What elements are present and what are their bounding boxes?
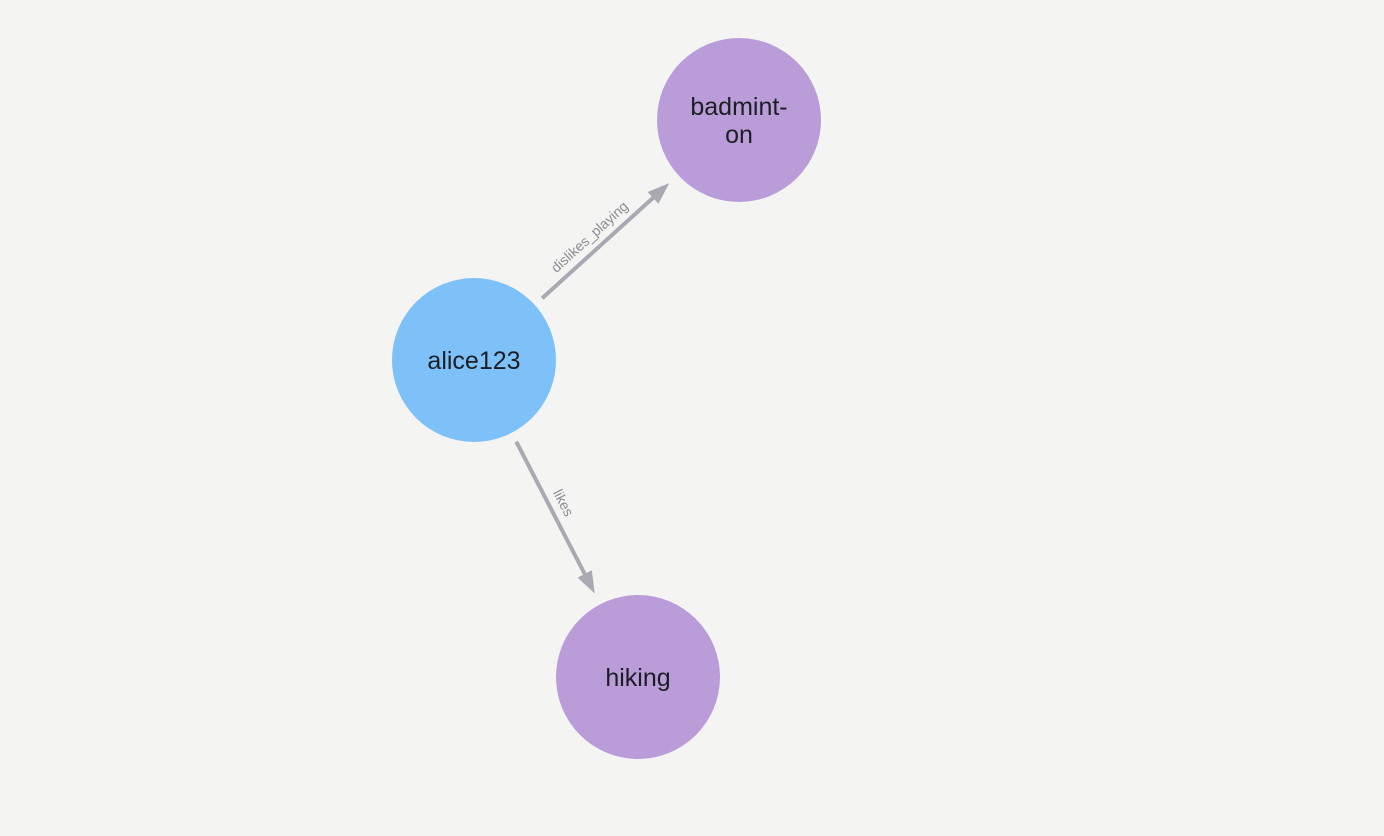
arrowhead-icon — [577, 570, 595, 594]
edge-likes[interactable]: likes — [514, 440, 595, 594]
node-circle[interactable] — [392, 278, 556, 442]
edge-dislikes_playing[interactable]: dislikes_playing — [540, 183, 670, 300]
node-alice123[interactable]: alice123 — [392, 278, 556, 442]
node-circle[interactable] — [556, 595, 720, 759]
edge-line[interactable] — [540, 194, 657, 300]
node-layer: alice123 badmint-on hiking — [392, 38, 821, 759]
edge-line[interactable] — [514, 440, 588, 578]
node-circle[interactable] — [657, 38, 821, 202]
node-hiking[interactable]: hiking — [556, 595, 720, 759]
arrowhead-icon — [647, 183, 670, 204]
edge-label: dislikes_playing — [548, 198, 631, 276]
node-badminton[interactable]: badmint-on — [657, 38, 821, 202]
